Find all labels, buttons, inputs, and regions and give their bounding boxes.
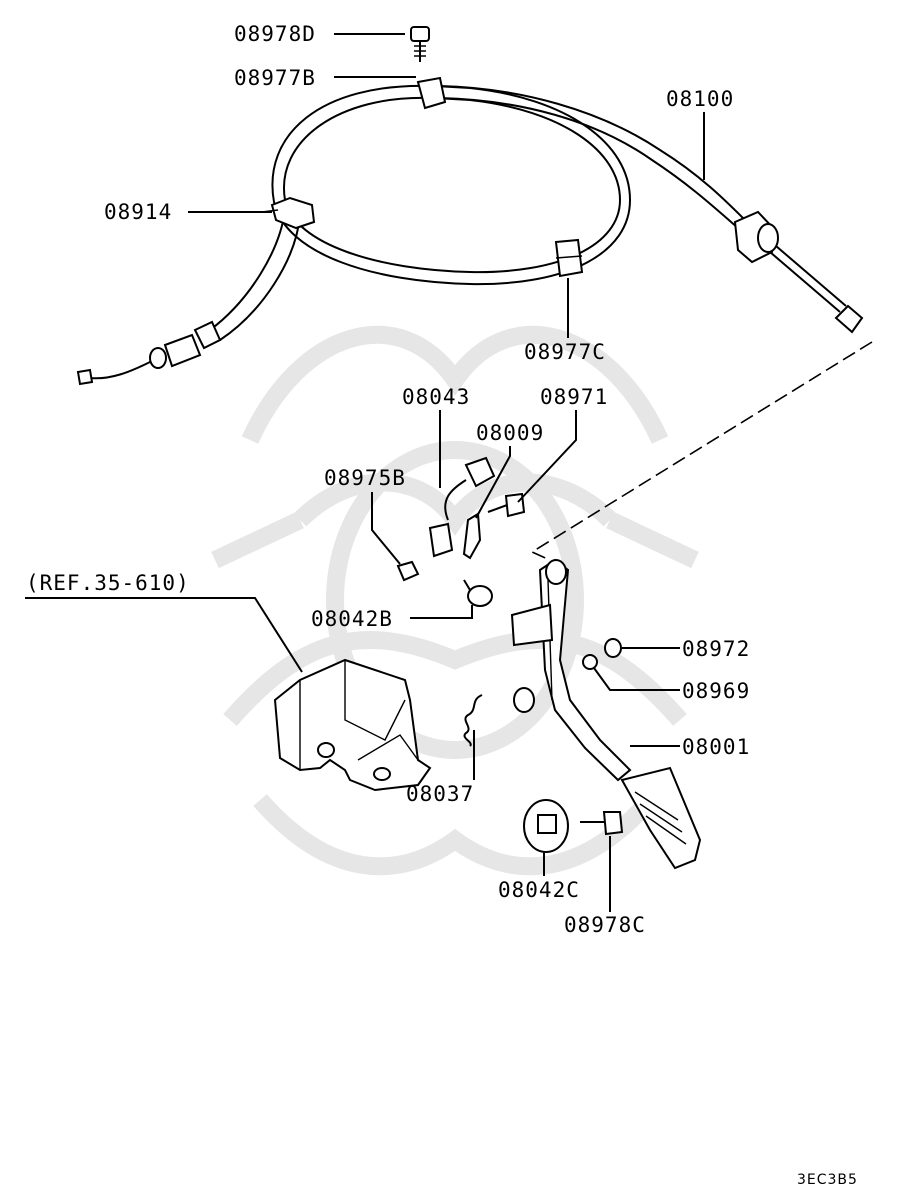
label-08043: 08043 xyxy=(402,385,470,409)
bolt-08978d xyxy=(410,26,430,62)
throttle-cable xyxy=(76,84,864,386)
label-08001: 08001 xyxy=(682,735,750,759)
label-08975b: 08975B xyxy=(324,466,406,490)
switch-08043 xyxy=(428,456,496,558)
label-08042b: 08042B xyxy=(311,607,393,631)
pedal-bracket xyxy=(273,658,432,792)
label-08037: 08037 xyxy=(406,782,474,806)
label-08042c: 08042C xyxy=(498,878,580,902)
stopper-08042c xyxy=(523,799,569,853)
diagram-code: 3EC3B5 xyxy=(797,1172,858,1187)
accelerator-pedal-arm xyxy=(510,558,702,870)
label-ref-35-610: (REF.35-610) xyxy=(26,571,190,595)
bracket-08009 xyxy=(462,512,482,560)
spring-08037 xyxy=(463,694,483,747)
label-08978c: 08978C xyxy=(564,913,646,937)
label-08978d: 08978D xyxy=(234,22,316,46)
nut-08975b xyxy=(396,560,420,582)
label-08969: 08969 xyxy=(682,679,750,703)
label-08100: 08100 xyxy=(666,87,734,111)
watermark-emblem xyxy=(211,325,699,876)
label-08977b: 08977B xyxy=(234,66,316,90)
clip-08977c xyxy=(554,238,584,278)
stopper-08042b xyxy=(463,579,493,607)
bolt-08978c xyxy=(580,811,624,836)
label-08977c: 08977C xyxy=(524,340,606,364)
clip-08977b xyxy=(416,76,447,110)
cable-connection-dashed-line xyxy=(530,341,873,561)
label-08009: 08009 xyxy=(476,421,544,445)
bushing-08972 xyxy=(604,638,622,658)
label-08972: 08972 xyxy=(682,637,750,661)
label-08914: 08914 xyxy=(104,200,172,224)
leader-lines xyxy=(25,33,705,912)
label-08971: 08971 xyxy=(540,385,608,409)
washer-08969 xyxy=(582,654,598,670)
